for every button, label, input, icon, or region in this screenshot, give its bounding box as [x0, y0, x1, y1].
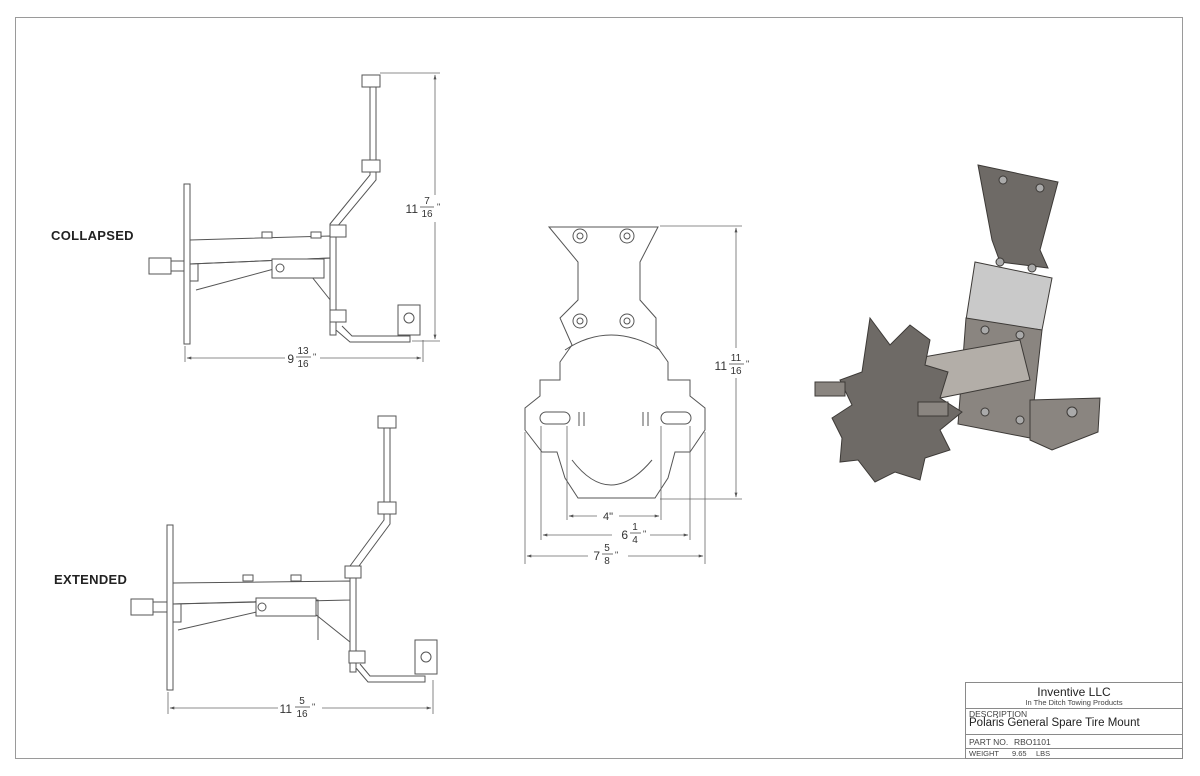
collapsed-height-dimension: 11 7 16 " [406, 196, 441, 220]
plate-width-dimension: 7 5 8 " [593, 543, 618, 567]
weight-unit: LBS [1036, 749, 1051, 758]
dim-den: 16 [421, 209, 433, 220]
collapsed-width-dimension: 9 13 16 " [287, 346, 316, 370]
isometric-product-render [814, 164, 1101, 483]
dim-whole: 11 [406, 202, 419, 216]
dim-whole: 7 [593, 549, 600, 563]
dim-unit: " [615, 550, 618, 560]
front-plate-view [524, 226, 706, 499]
company-name: Inventive LLC [1037, 685, 1111, 699]
dim-unit: " [643, 529, 646, 539]
dim-num: 5 [604, 543, 610, 554]
dim-num: 7 [424, 196, 430, 207]
extended-view-label: EXTENDED [54, 572, 128, 587]
part-no-label: PART NO. [969, 737, 1009, 747]
dim-whole: 11 [280, 702, 293, 716]
weight-label: WEIGHT [969, 749, 999, 758]
title-block: Inventive LLC In The Ditch Towing Produc… [965, 682, 1183, 759]
dim-den: 16 [297, 359, 309, 370]
dim-num: 11 [731, 353, 742, 364]
company-tagline: In The Ditch Towing Products [1025, 698, 1123, 707]
description-label: DESCRIPTION [969, 709, 1028, 719]
dim-num: 1 [632, 522, 638, 533]
dim-den: 16 [296, 709, 308, 720]
dim-den: 16 [730, 366, 742, 377]
dim-unit: " [746, 359, 749, 369]
collapsed-dimension-lines [184, 72, 440, 362]
part-description: Polaris General Spare Tire Mount [969, 717, 1140, 729]
dim-whole: 11 [715, 359, 728, 373]
collapsed-side-view [148, 74, 421, 345]
part-number: RBO1101 [1014, 737, 1051, 747]
dim-whole: 6 [621, 528, 628, 542]
collapsed-view-label: COLLAPSED [51, 228, 134, 243]
dim-den: 4 [632, 535, 638, 546]
hole-spacing-inner-dimension: 4" [603, 511, 613, 523]
dim-den: 8 [604, 556, 610, 567]
drawing-sheet-border [15, 17, 1183, 759]
dim-num: 13 [297, 346, 309, 357]
dim-unit: " [437, 202, 440, 212]
front-plate-dimension-lines [524, 225, 742, 564]
dim-whole: 9 [287, 352, 294, 366]
plate-height-dimension: 11 11 16 " [715, 353, 750, 377]
dim-num: 5 [299, 696, 305, 707]
hole-spacing-outer-dimension: 6 1 4 " [621, 522, 646, 546]
weight-value: 9.65 [1012, 749, 1027, 758]
extended-width-dimension: 11 5 16 " [280, 696, 316, 720]
extended-dimension-lines [167, 680, 434, 714]
dim-unit: " [313, 352, 316, 362]
extended-side-view [130, 415, 438, 691]
dim-unit: " [312, 702, 315, 712]
